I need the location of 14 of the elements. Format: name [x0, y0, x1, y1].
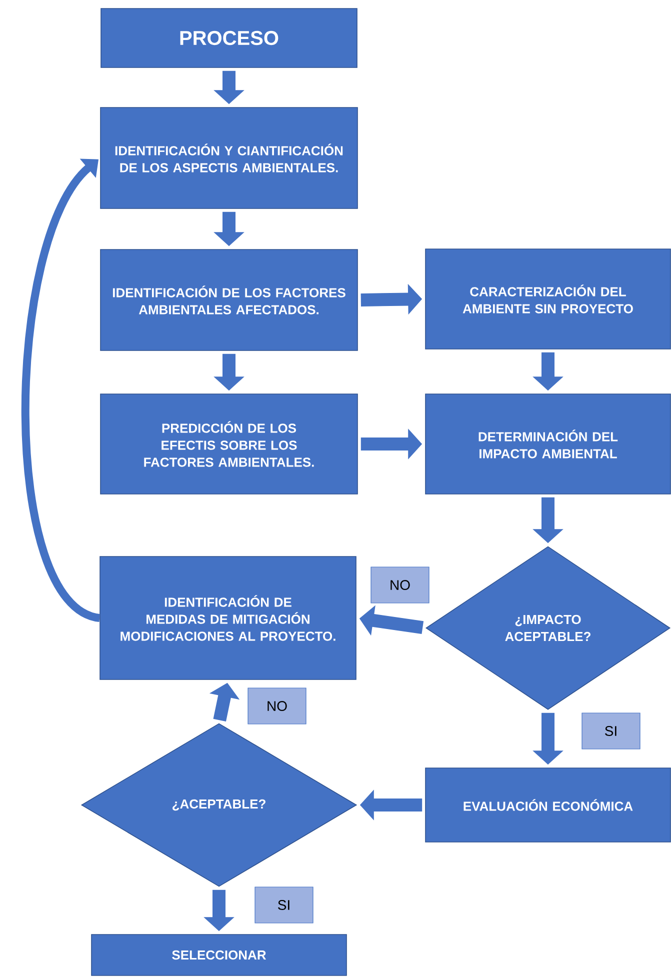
edge-label: SI: [254, 886, 314, 924]
edge-label: NO: [370, 566, 430, 604]
process-box: SELECCIONAR: [91, 934, 347, 976]
process-box: EVALUACIÓN ECONÓMICA: [425, 768, 671, 842]
process-box: IDENTIFICACIÓN DE MEDIDAS DE MITIGACIÓN MODIFICACIONES AL PROYECTO.: [100, 556, 356, 680]
process-box: PREDICCIÓN DE LOS EFECTIS SOBRE LOS FACTORES AMBIENTALES.: [100, 394, 358, 494]
edge-label: SI: [582, 712, 640, 750]
process-box: IDENTIFICACIÓN Y CIANTIFICACIÓN DE LOS ASPECTIS AMBIENTALES.: [100, 107, 358, 209]
edge-label: NO: [248, 688, 306, 724]
process-box: DETERMINACIÓN DEL IMPACTO AMBIENTAL: [425, 394, 671, 494]
process-box: CARACTERIZACIÓN DEL AMBIENTE SIN PROYECTO: [425, 248, 671, 350]
process-box: IDENTIFICACIÓN DE LOS FACTORES AMBIENTALES AFECTADOS.: [100, 249, 358, 351]
process-box: PROCESO: [100, 8, 358, 68]
curved-arrow: [21, 158, 102, 622]
